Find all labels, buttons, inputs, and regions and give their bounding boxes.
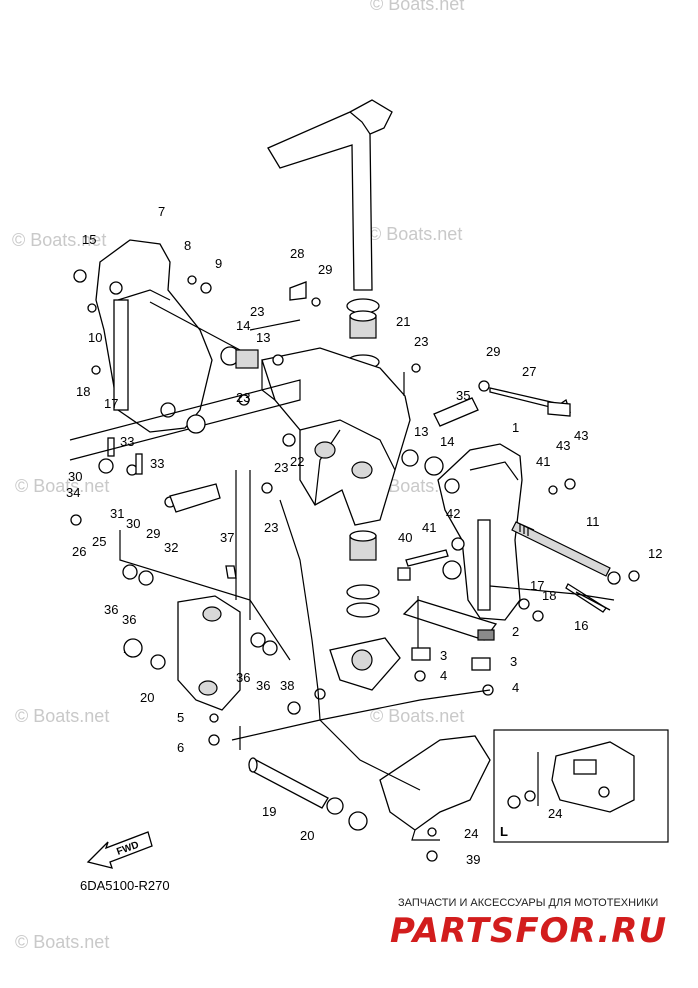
callout-23: 23 bbox=[264, 520, 278, 535]
leader-lines bbox=[69, 301, 615, 791]
callout-29: 29 bbox=[486, 344, 500, 359]
watermark-text: © Boats.net bbox=[12, 230, 106, 250]
callout-29: 29 bbox=[318, 262, 332, 277]
callout-41: 41 bbox=[422, 520, 436, 535]
callout-3: 3 bbox=[440, 648, 447, 663]
callout-11: 11 bbox=[586, 514, 600, 529]
callout-18: 18 bbox=[76, 384, 90, 399]
fwd-arrow: FWD bbox=[86, 831, 153, 869]
callout-36: 36 bbox=[256, 678, 270, 693]
callout-34: 34 bbox=[66, 485, 80, 500]
footer-subtitle: ЗАПЧАСТИ И АКСЕССУАРЫ ДЛЯ МОТОТЕХНИКИ bbox=[398, 897, 658, 909]
callout-4: 4 bbox=[440, 668, 447, 683]
callout-17: 17 bbox=[104, 396, 118, 411]
through-tube bbox=[248, 757, 344, 815]
left-clamp-bracket bbox=[95, 239, 213, 433]
callout-7: 7 bbox=[158, 204, 165, 219]
callout-23: 23 bbox=[274, 460, 288, 475]
callout-19: 19 bbox=[262, 804, 276, 819]
ref-circle bbox=[442, 560, 462, 580]
callout-39: 39 bbox=[466, 852, 480, 867]
reference-circles bbox=[123, 414, 462, 831]
callout-12: 12 bbox=[648, 546, 662, 561]
callout-14: 14 bbox=[236, 318, 250, 333]
callout-33: 33 bbox=[150, 456, 164, 471]
callout-10: 10 bbox=[88, 330, 102, 345]
tilt-pin bbox=[511, 521, 611, 577]
callout-13: 13 bbox=[414, 424, 428, 439]
callout-4: 4 bbox=[512, 680, 519, 695]
callout-2: 2 bbox=[512, 624, 519, 639]
footer-brand: PARTSFOR.RU bbox=[390, 911, 667, 951]
watermark-layer: © Boats.net © Boats.net © Boats.net © Bo… bbox=[12, 0, 464, 952]
watermark-text: © Boats.net bbox=[15, 932, 109, 952]
callout-28: 28 bbox=[290, 246, 304, 261]
callout-6: 6 bbox=[177, 740, 184, 755]
watermark-text: © Boats.net bbox=[15, 706, 109, 726]
callout-18: 18 bbox=[542, 588, 556, 603]
callout-24: 24 bbox=[464, 826, 478, 841]
callout-41: 41 bbox=[536, 454, 550, 469]
lower-housing bbox=[329, 637, 491, 841]
callout-32: 32 bbox=[164, 540, 178, 555]
ref-circle bbox=[123, 638, 143, 658]
callout-29: 29 bbox=[146, 526, 160, 541]
callout-13: 13 bbox=[256, 330, 270, 345]
callout-26: 26 bbox=[72, 544, 86, 559]
callout-30: 30 bbox=[126, 516, 140, 531]
callout-16: 16 bbox=[574, 618, 588, 633]
callout-23: 23 bbox=[236, 390, 250, 405]
callout-40: 40 bbox=[398, 530, 412, 545]
callout-43: 43 bbox=[574, 428, 588, 443]
callout-5: 5 bbox=[177, 710, 184, 725]
callout-23: 23 bbox=[250, 304, 264, 319]
small-parts bbox=[70, 269, 640, 862]
callout-36: 36 bbox=[104, 602, 118, 617]
callout-1: 1 bbox=[512, 420, 519, 435]
right-clamp-bracket bbox=[437, 443, 523, 621]
callout-15: 15 bbox=[82, 232, 96, 247]
callout-20: 20 bbox=[300, 828, 314, 843]
callout-37: 37 bbox=[220, 530, 234, 545]
callout-22: 22 bbox=[290, 454, 304, 469]
callout-36: 36 bbox=[122, 612, 136, 627]
callout-38: 38 bbox=[280, 678, 294, 693]
inset-detail-box bbox=[493, 729, 669, 843]
watermark-text: © Boats.net bbox=[15, 476, 109, 496]
steering-bushings bbox=[346, 298, 380, 618]
watermark-text: © Boats.net bbox=[368, 224, 462, 244]
callout-24: 24 bbox=[548, 806, 562, 821]
callout-36: 36 bbox=[236, 670, 250, 685]
ref-circle bbox=[186, 414, 206, 434]
swivel-bracket bbox=[261, 347, 411, 526]
steering-arm bbox=[267, 99, 393, 291]
callout-8: 8 bbox=[184, 238, 191, 253]
callout-20: 20 bbox=[140, 690, 154, 705]
watermark-text: © Boats.net bbox=[370, 706, 464, 726]
callout-30: 30 bbox=[68, 469, 82, 484]
lower-mount-bracket bbox=[177, 595, 241, 711]
callout-42: 42 bbox=[446, 506, 460, 521]
callout-43: 43 bbox=[556, 438, 570, 453]
callout-17: 17 bbox=[530, 578, 544, 593]
ref-circle bbox=[348, 811, 368, 831]
callout-27: 27 bbox=[522, 364, 536, 379]
diagram-code: 6DA5100-R270 bbox=[80, 878, 170, 893]
callout-33: 33 bbox=[120, 434, 134, 449]
callout-35: 35 bbox=[456, 388, 470, 403]
inset-label: L bbox=[500, 824, 508, 839]
mount-plate bbox=[402, 599, 498, 671]
callout-31: 31 bbox=[110, 506, 124, 521]
callout-9: 9 bbox=[215, 256, 222, 271]
callout-3: 3 bbox=[510, 654, 517, 669]
callout-23: 23 bbox=[414, 334, 428, 349]
callout-25: 25 bbox=[92, 534, 106, 549]
callout-14: 14 bbox=[440, 434, 454, 449]
watermark-text: © Boats.net bbox=[370, 0, 464, 14]
callout-21: 21 bbox=[396, 314, 410, 329]
